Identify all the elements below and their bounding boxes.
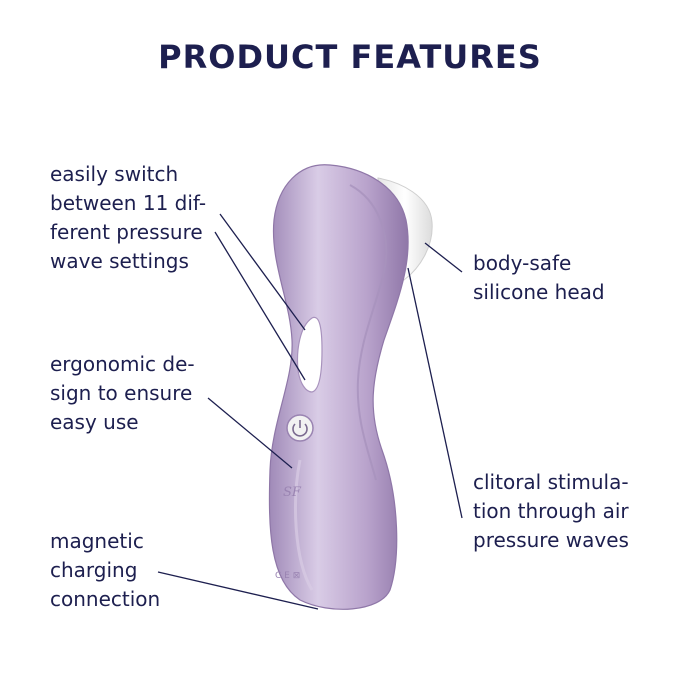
brand-logo: SF [283,485,302,500]
feature-text-line: pressure waves [473,528,629,552]
leader-ergonomic [207,397,293,469]
feature-silicone-head: body-safe silicone head [473,249,605,307]
feature-text-line: silicone head [473,280,605,304]
leader-pressure-a [219,213,306,331]
leader-lines [157,213,463,610]
feature-text-line: ergonomic de- [50,352,195,376]
leader-silicone [424,242,463,273]
feature-text-line: body-safe [473,251,572,275]
leader-stimulation [407,267,463,519]
power-icon [286,414,314,442]
feature-text-line: wave settings [50,249,189,273]
feature-air-pressure-stimulation: clitoral stimula- tion through air press… [473,468,629,555]
device-body [268,164,409,610]
feature-text-line: sign to ensure [50,381,193,405]
feature-text-line: ferent pressure [50,220,203,244]
page-title: PRODUCT FEATURES [158,38,542,76]
feature-text-line: tion through air [473,499,629,523]
certification-marks: C E ⊠ [275,571,300,581]
leader-pressure-b [214,231,306,381]
pressure-button [296,316,323,393]
feature-magnetic-charging: magnetic charging connection [50,527,160,614]
feature-pressure-settings: easily switch between 11 dif- ferent pre… [50,160,206,276]
feature-ergonomic-design: ergonomic de- sign to ensure easy use [50,350,195,437]
feature-text-line: easy use [50,410,139,434]
feature-text-line: between 11 dif- [50,191,207,215]
feature-text-line: clitoral stimula- [473,470,629,494]
feature-text-line: magnetic [50,529,144,553]
leader-charging [157,571,319,610]
feature-text-line: charging [50,558,138,582]
feature-text-line: connection [50,587,161,611]
feature-text-line: easily switch [50,162,179,186]
